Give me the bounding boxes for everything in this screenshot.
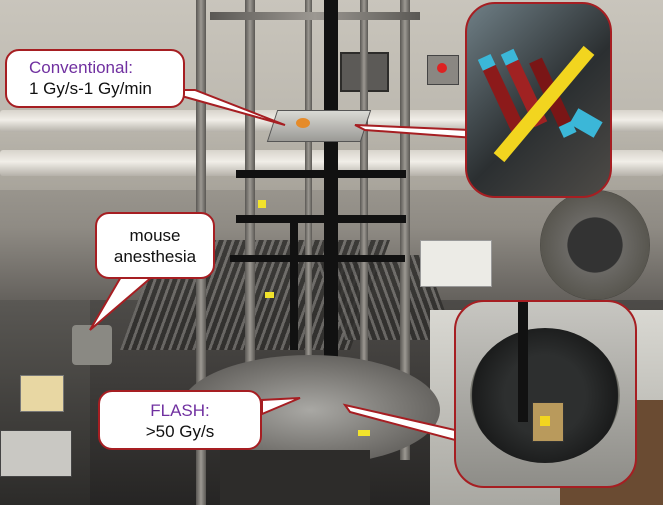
tape-mark — [358, 430, 370, 436]
conventional-heading: Conventional: — [29, 58, 133, 77]
anesthesia-pointer — [89, 269, 163, 331]
sample-marker — [540, 416, 550, 426]
flash-rate: >50 Gy/s — [145, 422, 215, 441]
gantry-column — [324, 0, 338, 400]
tape-mark — [265, 292, 274, 298]
flash-aperture — [470, 328, 620, 463]
tubes-drawing — [477, 45, 603, 163]
tube-cap — [477, 53, 496, 71]
gantry-crossbar — [236, 215, 406, 223]
tube-cap — [569, 108, 603, 138]
machine-base — [220, 450, 370, 505]
tub — [0, 430, 72, 477]
conventional-callout: Conventional: 1 Gy/s-1 Gy/min — [5, 49, 185, 108]
anesthesia-line2: anesthesia — [113, 247, 197, 266]
flash-callout: FLASH: >50 Gy/s — [98, 390, 262, 450]
flash-detail-inset — [454, 300, 637, 488]
tube-cap — [500, 48, 519, 66]
machine-wheel — [540, 190, 650, 300]
conventional-rate: 1 Gy/s-1 Gy/min — [29, 79, 152, 98]
gantry-crossbar — [236, 170, 406, 178]
flash-inset-pointer — [342, 403, 456, 442]
tape-mark — [258, 200, 266, 208]
gantry-crossbar — [230, 255, 405, 262]
white-box — [420, 240, 492, 287]
blood-tube — [482, 63, 525, 133]
anesthesia-line1: mouse — [129, 226, 181, 245]
sample-marker — [296, 118, 310, 128]
flash-arm — [518, 302, 528, 422]
conventional-detail-inset — [465, 2, 612, 198]
rail — [245, 0, 255, 505]
top-rail — [210, 12, 420, 20]
conventional-inset-pointer — [354, 124, 477, 140]
yellow-tape — [493, 45, 595, 163]
rail — [400, 0, 410, 460]
flash-heading: FLASH: — [150, 401, 210, 420]
red-button-icon — [437, 63, 447, 73]
flash-pointer — [261, 397, 301, 416]
anesthesia-callout: mouse anesthesia — [95, 212, 215, 279]
vertical-rod — [290, 220, 298, 350]
rail — [360, 0, 368, 505]
paper-pad — [20, 375, 64, 412]
rail — [305, 0, 312, 360]
anesthesia-device — [72, 325, 112, 365]
